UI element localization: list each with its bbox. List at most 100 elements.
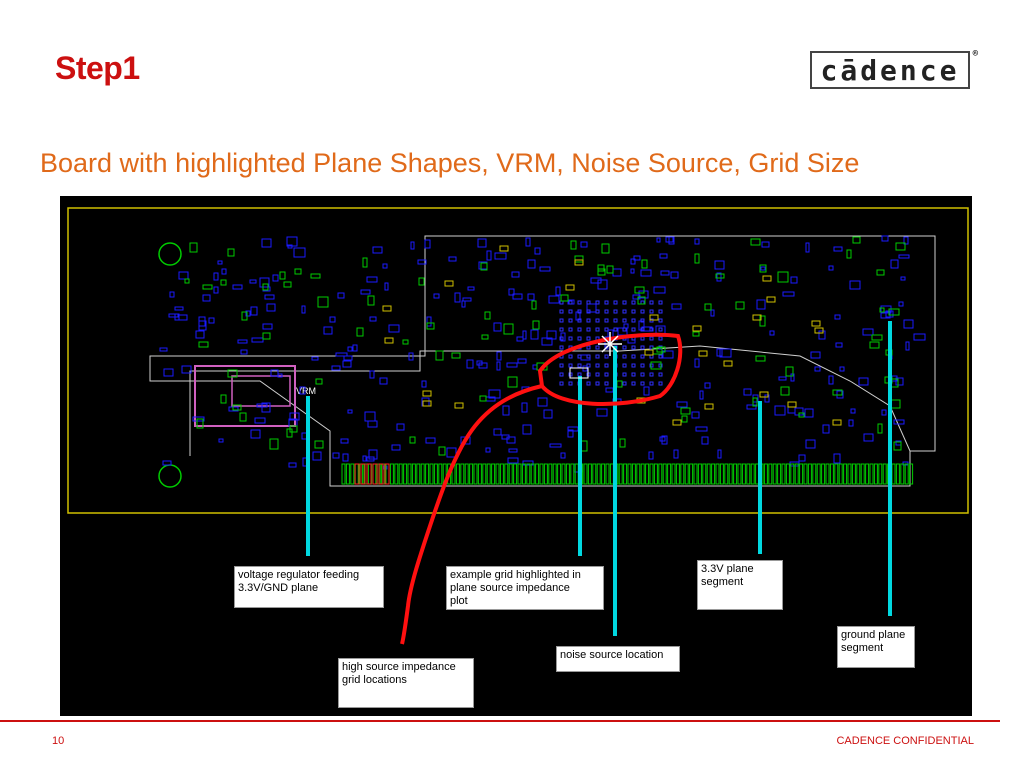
pcb-component xyxy=(761,241,770,248)
pcb-component xyxy=(606,265,614,274)
pcb-component xyxy=(448,256,457,262)
pcb-component xyxy=(905,341,910,351)
pcb-component xyxy=(559,363,564,368)
pcb-component xyxy=(384,337,394,344)
pcb-component xyxy=(388,324,400,333)
pcb-component xyxy=(508,463,513,485)
pcb-component xyxy=(701,436,709,445)
pcb-component xyxy=(312,451,322,461)
pcb-component xyxy=(347,346,353,352)
pcb-component xyxy=(832,389,843,396)
pcb-component xyxy=(805,439,816,449)
pcb-component xyxy=(865,463,870,485)
mounting-hole xyxy=(158,242,182,266)
pcb-component xyxy=(604,318,609,323)
pcb-component xyxy=(630,268,635,274)
pcb-component xyxy=(821,463,826,485)
pcb-component xyxy=(658,336,663,341)
pcb-component xyxy=(737,463,742,485)
pcb-component xyxy=(384,463,390,485)
pcb-component xyxy=(261,238,272,248)
pcb-component xyxy=(673,449,679,459)
pcb-component xyxy=(750,463,755,485)
pcb-component xyxy=(592,463,597,485)
pcb-component xyxy=(239,412,247,422)
pcb-component xyxy=(653,463,658,485)
pcb-component xyxy=(570,463,575,485)
pcb-component xyxy=(425,437,436,444)
pcb-component xyxy=(293,247,306,258)
pcb-component xyxy=(633,255,641,261)
pcb-component xyxy=(613,318,618,323)
pcb-component xyxy=(689,463,694,485)
pcb-component xyxy=(411,463,416,485)
pcb-component xyxy=(315,378,323,385)
pcb-component xyxy=(869,463,874,485)
pcb-component xyxy=(882,463,887,485)
pcb-component xyxy=(601,463,606,485)
pcb-component xyxy=(909,463,914,485)
pcb-component xyxy=(532,364,538,370)
pcb-component xyxy=(913,333,926,341)
pcb-component xyxy=(656,237,661,243)
pcb-component xyxy=(834,463,839,485)
pcb-component xyxy=(863,433,874,442)
pcb-component xyxy=(829,463,834,485)
pcb-component xyxy=(245,310,251,317)
pcb-component xyxy=(577,336,582,341)
pcb-component xyxy=(192,416,205,422)
pcb-component xyxy=(362,257,368,268)
pcb-component xyxy=(681,415,688,423)
pcb-component xyxy=(270,369,279,377)
pcb-component xyxy=(232,404,242,411)
pcb-component xyxy=(649,336,654,341)
pcb-component xyxy=(768,463,773,485)
pcb-component xyxy=(660,270,670,276)
pcb-component xyxy=(329,316,336,323)
pcb-component xyxy=(804,408,814,418)
callout-plane-33v: 3.3V plane segment xyxy=(697,560,783,610)
pcb-component xyxy=(342,453,349,462)
pcb-component xyxy=(595,327,600,332)
pcb-component xyxy=(645,463,650,485)
pcb-component xyxy=(803,463,808,485)
pcb-component xyxy=(649,463,654,485)
pcb-component xyxy=(168,313,179,318)
logo-text: cādence xyxy=(820,53,960,87)
pcb-component xyxy=(662,350,674,359)
pcb-component xyxy=(640,345,645,350)
logo-registered-mark: ® xyxy=(972,49,978,59)
pcb-component xyxy=(640,363,645,368)
pcb-component xyxy=(658,372,663,377)
pcb-component xyxy=(482,463,487,485)
plane-shape-outline xyxy=(149,235,936,487)
pcb-component xyxy=(724,463,729,485)
pcb-component xyxy=(680,407,691,415)
pcb-component xyxy=(616,380,623,388)
vrm-block xyxy=(194,365,296,427)
pcb-component xyxy=(811,320,821,327)
pcb-component xyxy=(495,463,500,485)
pcb-component xyxy=(699,390,704,400)
pcb-component xyxy=(570,240,577,250)
pcb-component xyxy=(692,325,702,332)
pcb-component xyxy=(189,242,198,253)
pcb-component xyxy=(418,277,425,286)
pcb-component xyxy=(665,236,674,243)
mounting-hole xyxy=(158,464,182,488)
pcb-component xyxy=(622,372,627,377)
pcb-component xyxy=(435,350,444,361)
pcb-component xyxy=(196,418,204,429)
pcb-component xyxy=(382,305,392,312)
pcb-component xyxy=(895,377,904,386)
pcb-component xyxy=(451,352,461,359)
pcb-component xyxy=(335,352,348,357)
pcb-component xyxy=(849,280,861,290)
pcb-component xyxy=(184,278,190,284)
pcb-component xyxy=(774,405,786,416)
pcb-component xyxy=(259,277,270,288)
green-components xyxy=(184,236,906,456)
pcb-component xyxy=(843,463,848,485)
pcb-component xyxy=(904,463,909,485)
pcb-component xyxy=(756,299,766,310)
